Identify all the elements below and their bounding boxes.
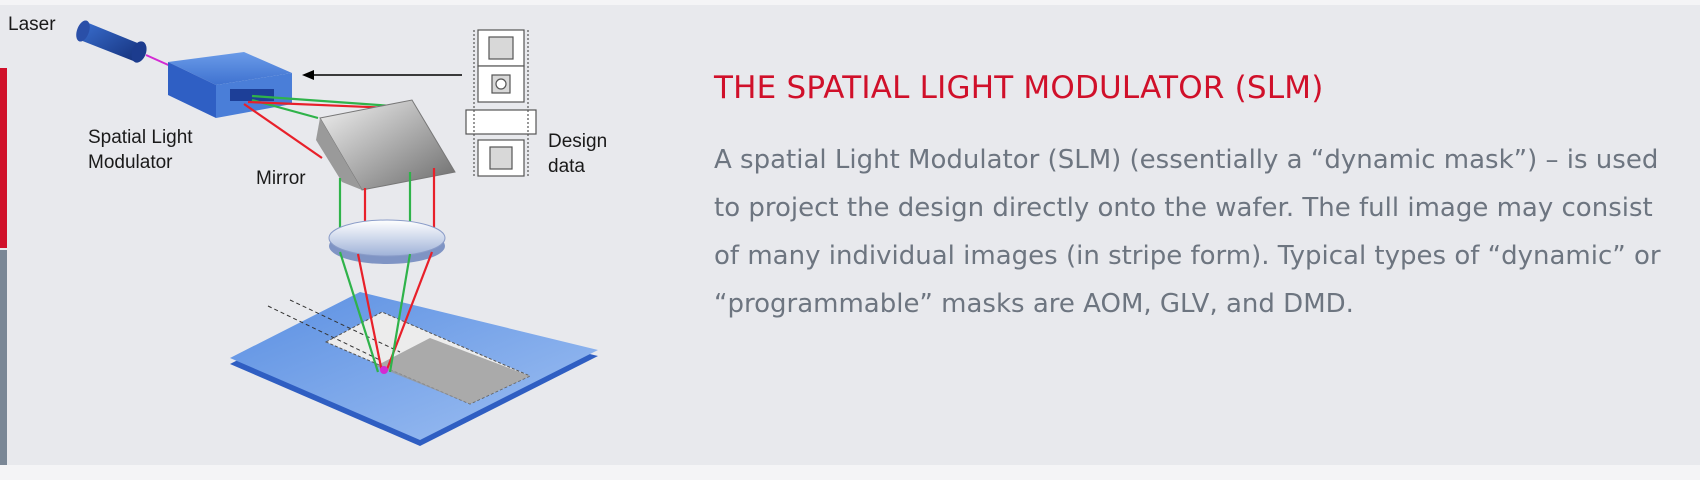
accent-bar-red	[0, 68, 7, 248]
laser-icon	[76, 20, 176, 69]
section-body: A spatial Light Modulator (SLM) (essenti…	[714, 145, 1661, 319]
design-data-label: Design data	[548, 131, 608, 177]
lens-icon	[328, 219, 446, 264]
slm-label: Spatial Light Modulator	[88, 127, 193, 173]
design-data-icon	[465, 29, 537, 177]
slm-device-icon	[168, 52, 292, 118]
mirror-icon	[316, 99, 456, 191]
wafer-icon	[230, 292, 598, 446]
section-title: THE SPATIAL LIGHT MODULATOR (SLM)	[714, 70, 1324, 106]
slm-diagram: Laser Spatial Light Modulator Mirror Des…	[0, 0, 640, 480]
mirror-label: Mirror	[256, 168, 306, 189]
slm-diagram-graphic	[76, 20, 598, 446]
accent-bar-gray	[0, 250, 7, 465]
section-content: THE SPATIAL LIGHT MODULATOR (SLM) A spat…	[714, 68, 1664, 328]
focus-beams	[338, 251, 434, 374]
laser-label: Laser	[8, 14, 56, 35]
light-beams	[243, 94, 393, 159]
data-arrow-icon	[302, 70, 462, 80]
